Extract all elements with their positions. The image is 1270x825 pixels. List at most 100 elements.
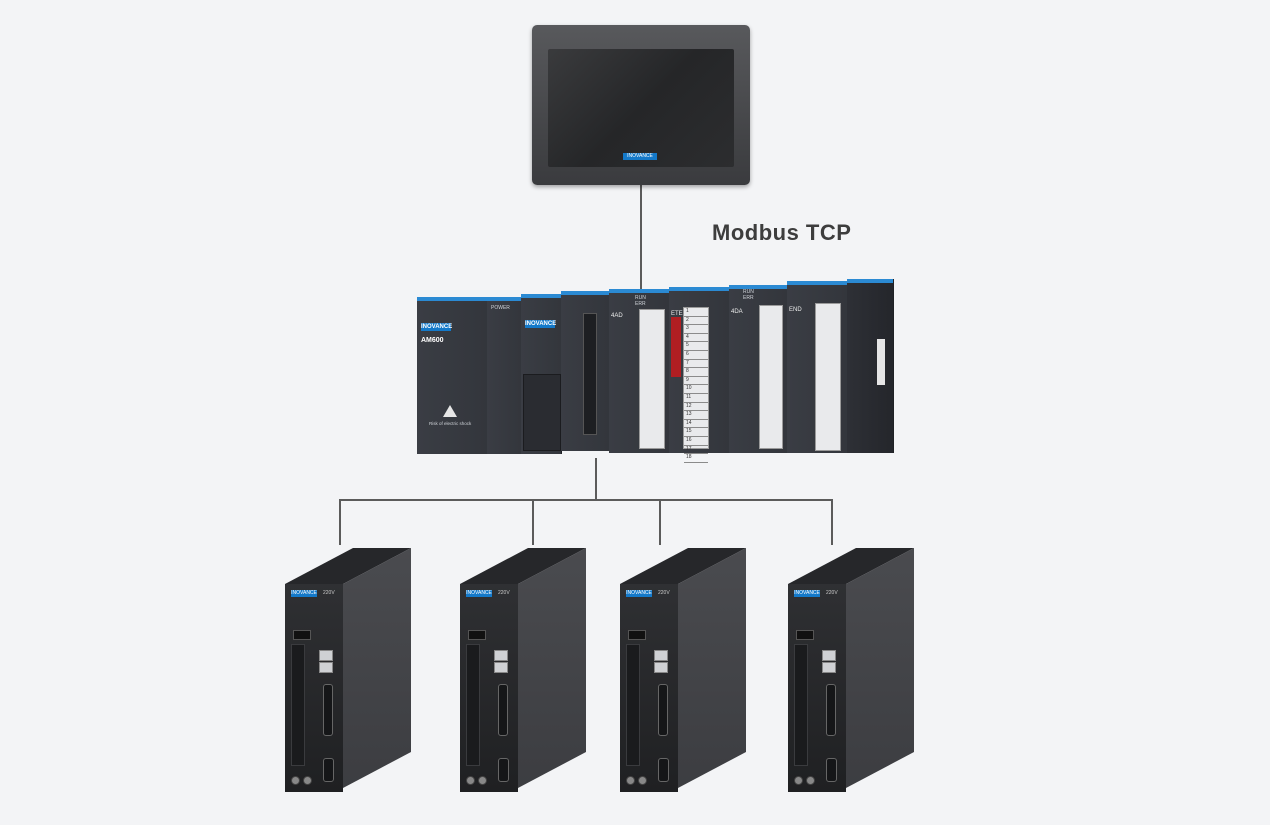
rj45-port: [494, 662, 508, 673]
status-err: ERR: [743, 295, 754, 301]
status-run: RUN: [743, 289, 754, 295]
terminal-number: 3: [684, 325, 708, 334]
plc-model-label: AM600: [421, 337, 444, 344]
terminal-number: 8: [684, 368, 708, 377]
ground-screw: [806, 776, 815, 785]
servo-brand-logo: INOVANCE: [626, 590, 652, 597]
servo-terminal-strip: [626, 644, 640, 766]
servo-voltage-label: 220V: [826, 590, 838, 596]
servo-encoder-connector: [658, 758, 669, 782]
servo-io-connector: [826, 684, 836, 736]
warning-text: Risk of electric shock: [429, 421, 472, 426]
servo-terminal-strip: [794, 644, 808, 766]
plc-bus-drop: [595, 458, 597, 500]
servo-side: [518, 548, 586, 788]
servo-brand-logo: INOVANCE: [466, 590, 492, 597]
module-tag-end: END: [789, 307, 802, 313]
ground-screw: [303, 776, 312, 785]
rj45-port: [494, 650, 508, 661]
plc-brand-logo: INOVANCE: [421, 323, 453, 331]
ground-screw: [794, 776, 803, 785]
ground-screw: [626, 776, 635, 785]
servo-io-connector: [323, 684, 333, 736]
terminal-number: 10: [684, 385, 708, 394]
terminal-number: 18: [684, 454, 708, 463]
module-tag-4da: 4DA: [731, 309, 743, 315]
terminal-number: 15: [684, 428, 708, 437]
terminal-block: [639, 309, 665, 449]
power-label: POWER: [491, 305, 510, 311]
servo-display: [796, 630, 814, 640]
servo-brand-logo: INOVANCE: [291, 590, 317, 597]
plc-power-block: POWER: [487, 297, 522, 454]
plc-rack: INOVANCE AM600 Risk of electric shock PO…: [417, 277, 895, 467]
rj45-port: [822, 662, 836, 673]
plc-end-module: END: [787, 281, 848, 453]
terminal-number: 4: [684, 334, 708, 343]
hmi-screen: [548, 49, 734, 167]
terminal-block: 1 2 3 4 5 6 7 8 9 10 11 12 13 14 15 16 1…: [683, 307, 709, 463]
servo-side: [343, 548, 411, 788]
ground-screw: [638, 776, 647, 785]
module-tag-4ad: 4AD: [611, 313, 623, 319]
warning-icon: [443, 405, 457, 417]
terminal-number: 6: [684, 351, 708, 360]
servo-display: [293, 630, 311, 640]
terminal-number: 7: [684, 360, 708, 369]
rj45-port: [319, 650, 333, 661]
ground-screw: [466, 776, 475, 785]
terminal-number: 17: [684, 446, 708, 455]
hmi-plc-link: [640, 185, 642, 295]
servo-voltage-label: 220V: [323, 590, 335, 596]
servo-side: [846, 548, 914, 788]
status-err: ERR: [635, 301, 646, 307]
servo-encoder-connector: [498, 758, 509, 782]
red-terminal-strip: [671, 317, 681, 377]
hmi-touch-panel: INOVANCE: [532, 25, 750, 185]
servo-drop-3: [659, 499, 661, 545]
servo-voltage-label: 220V: [498, 590, 510, 596]
hmi-bezel: [546, 30, 736, 36]
rj45-port: [654, 662, 668, 673]
servo-drop-4: [831, 499, 833, 545]
servo-voltage-label: 220V: [658, 590, 670, 596]
io-connector: [583, 313, 597, 435]
module-tag-ete: ETE: [671, 311, 683, 317]
servo-drive-3: INOVANCE 220V: [620, 548, 750, 792]
servo-drive-4: INOVANCE 220V: [788, 548, 918, 792]
servo-drive-2: INOVANCE 220V: [460, 548, 590, 792]
terminal-number: 16: [684, 437, 708, 446]
plc-power-module: INOVANCE AM600 Risk of electric shock: [417, 297, 488, 454]
terminal-number: 5: [684, 342, 708, 351]
servo-io-connector: [498, 684, 508, 736]
servo-display: [468, 630, 486, 640]
terminal-block: [759, 305, 783, 449]
terminal-number: 2: [684, 317, 708, 326]
servo-encoder-connector: [826, 758, 837, 782]
plc-cpu-module: INOVANCE: [521, 294, 562, 454]
servo-io-connector: [658, 684, 668, 736]
terminal-number: 13: [684, 411, 708, 420]
rj45-port: [822, 650, 836, 661]
rj45-port: [654, 650, 668, 661]
cpu-brand-logo: INOVANCE: [525, 320, 557, 328]
cpu-door: [523, 374, 561, 451]
plc-analog-output-module: 4DA RUN ERR: [729, 285, 788, 453]
servo-display: [628, 630, 646, 640]
terminal-number: 1: [684, 308, 708, 317]
servo-brand-logo: INOVANCE: [794, 590, 820, 597]
servo-side: [678, 548, 746, 788]
plc-analog-input-module: 4AD RUN ERR: [609, 289, 670, 453]
terminal-number: 12: [684, 403, 708, 412]
ground-screw: [291, 776, 300, 785]
terminal-number: 14: [684, 420, 708, 429]
terminal-number: 11: [684, 394, 708, 403]
hmi-brand-logo: INOVANCE: [623, 153, 657, 160]
servo-encoder-connector: [323, 758, 334, 782]
servo-drop-2: [532, 499, 534, 545]
terminal-number: 9: [684, 377, 708, 386]
plc-io-module: [561, 291, 610, 451]
servo-bus-line: [339, 499, 833, 501]
ground-screw: [478, 776, 487, 785]
servo-drop-1: [339, 499, 341, 545]
